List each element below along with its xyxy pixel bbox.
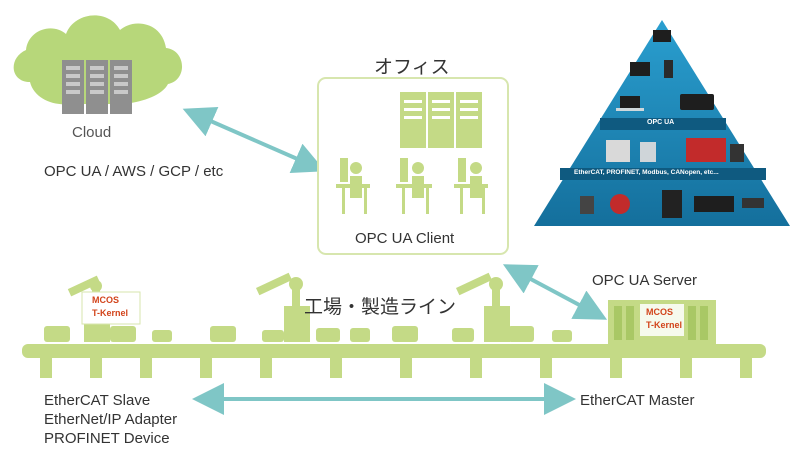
profinet-device-label: PROFINET Device — [44, 430, 170, 447]
motor-icon — [610, 194, 630, 214]
cloud-label: Cloud — [72, 124, 112, 141]
slave-device-box — [81, 291, 141, 325]
plc-icon — [606, 140, 630, 162]
opc-ua-server-label: OPC UA Server — [592, 272, 698, 289]
server-rack-icon — [400, 92, 482, 148]
automation-pyramid — [534, 20, 790, 226]
robot-arm-icon — [580, 196, 594, 214]
monitor-icon — [653, 30, 671, 42]
pyramid-fieldbus-label: EtherCAT, PROFINET, Modbus, CANopen, etc… — [574, 169, 719, 176]
slave-mcos-badge: MCOS — [92, 295, 119, 305]
ethernet-ip-adapter-label: EtherNet/IP Adapter — [44, 411, 178, 428]
factory-title: 工場・製造ライン — [304, 297, 457, 318]
cloud-shape — [13, 15, 183, 105]
office-factory-arrow — [502, 264, 608, 320]
server-rack-icon — [62, 60, 132, 114]
office-title: オフィス — [374, 57, 450, 78]
cloud-office-arrow — [182, 106, 326, 174]
master-tkernel-badge: T-Kernel — [646, 320, 683, 330]
ethercat-slave-label: EtherCAT Slave — [44, 392, 151, 409]
master-device — [608, 300, 716, 346]
robot-arm-icon — [255, 272, 310, 342]
laptop-icon — [620, 96, 640, 108]
desk-worker-icon — [336, 158, 488, 214]
slave-tkernel-badge: T-Kernel — [92, 308, 129, 318]
drive-icon — [662, 190, 682, 218]
servo-icon — [694, 196, 734, 212]
robot-arm-icon — [455, 272, 510, 342]
conveyor-line — [22, 326, 766, 378]
office-client-label: OPC UA Client — [355, 230, 455, 247]
ethercat-master-label: EtherCAT Master — [580, 392, 695, 409]
pc-icon — [630, 62, 650, 76]
pyramid-opc-ua-label: OPC UA — [647, 119, 675, 126]
tablet-icon — [680, 94, 714, 110]
cloud-protocols-label: OPC UA / AWS / GCP / etc — [44, 163, 224, 180]
master-mcos-badge: MCOS — [646, 307, 673, 317]
